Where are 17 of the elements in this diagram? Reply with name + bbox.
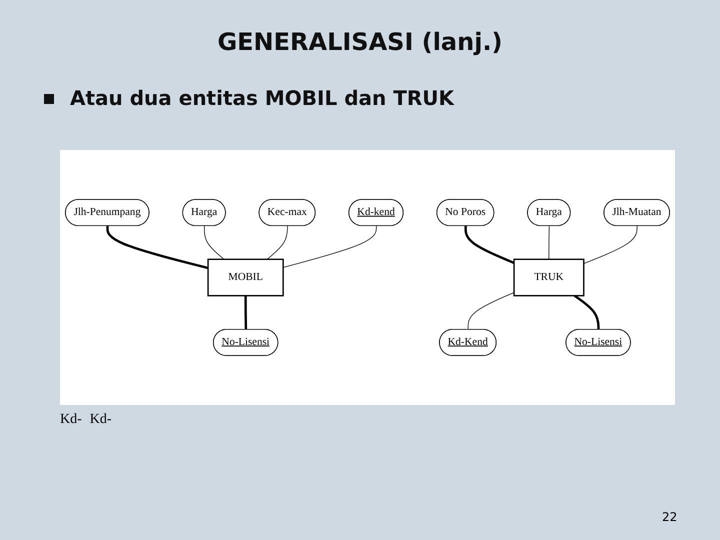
connector [548, 226, 550, 260]
stray-text: Kd- [90, 412, 112, 427]
slide-title: GENERALISASI (lanj.) [216, 28, 504, 56]
connector [244, 296, 248, 330]
page-number: 22 [662, 510, 678, 524]
connector [468, 292, 514, 330]
stray-text: Kd- [60, 412, 82, 427]
connector [282, 226, 377, 268]
connector [106, 226, 208, 270]
bullet-text: Atau dua entitas MOBIL dan TRUK [70, 86, 454, 110]
connector [464, 226, 514, 264]
connector [574, 294, 600, 330]
node-box: TRUK [513, 258, 584, 296]
connector [266, 226, 288, 260]
connector [583, 226, 638, 264]
connector [204, 226, 224, 260]
node-box: MOBIL [207, 258, 284, 296]
